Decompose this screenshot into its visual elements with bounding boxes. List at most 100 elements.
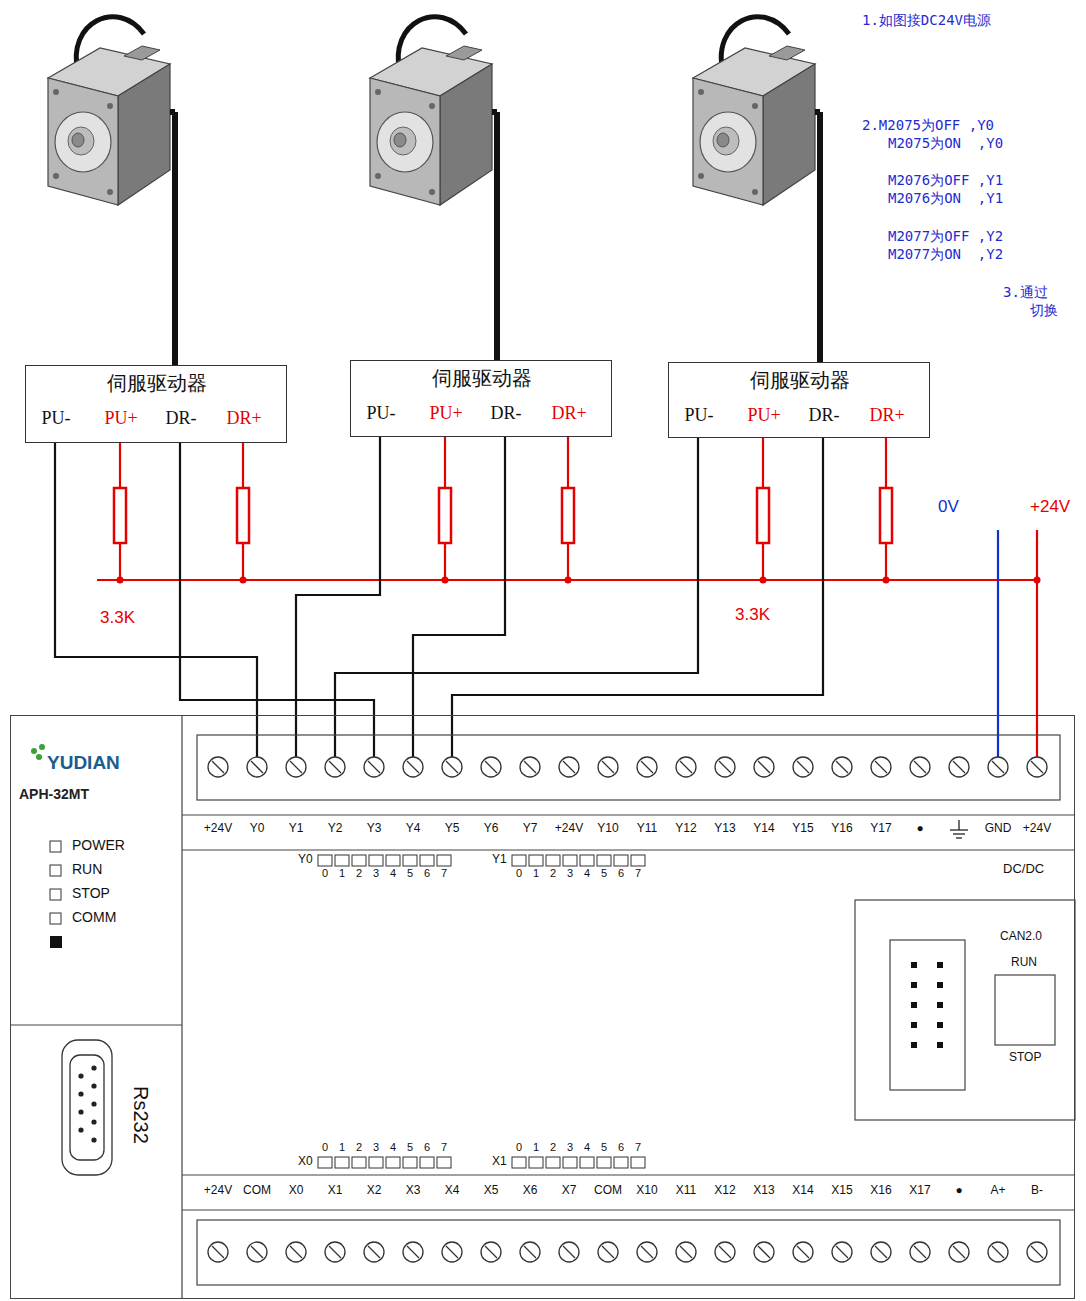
led-number: 4 — [390, 1141, 396, 1154]
status-led — [546, 1157, 560, 1168]
led-number: 5 — [407, 867, 413, 880]
pin-label: DR+ — [226, 408, 261, 429]
note-text: M2076为ON ,Y1 — [888, 190, 1003, 206]
resistor-symbol — [880, 488, 892, 543]
junction-dot — [883, 577, 890, 584]
screw-terminal — [598, 1242, 618, 1262]
screw-terminal — [481, 757, 501, 777]
terminal-label: Y14 — [753, 822, 774, 836]
supply-label: +24V — [1030, 497, 1070, 517]
status-led — [420, 1157, 434, 1168]
terminal-label: X0 — [289, 1184, 304, 1198]
screw-terminal — [715, 757, 735, 777]
screw-terminal — [871, 757, 891, 777]
led-number: 0 — [322, 867, 328, 880]
screw-terminal — [637, 1242, 657, 1262]
terminal-label: Y5 — [445, 822, 460, 836]
rs232-pin — [91, 1119, 96, 1124]
led-number: 7 — [635, 1141, 641, 1154]
plc-panel-line — [182, 814, 1075, 815]
led-number: 2 — [356, 1141, 362, 1154]
terminal-label: Y7 — [523, 822, 538, 836]
can-port-pin — [911, 962, 917, 968]
signal-wire — [55, 443, 257, 715]
can-port-pin — [911, 982, 917, 988]
status-led — [50, 841, 61, 852]
driver-title: 伺服驱动器 — [750, 369, 850, 392]
resistor-symbol — [562, 488, 574, 543]
screw-terminal — [676, 757, 696, 777]
terminal-label: X12 — [714, 1184, 735, 1198]
plc-panel-line — [197, 735, 1060, 800]
screw-terminal — [559, 757, 579, 777]
led-number: 3 — [567, 867, 573, 880]
status-led — [512, 855, 526, 866]
led-number: 6 — [424, 1141, 430, 1154]
screw-terminal — [637, 757, 657, 777]
junction-dot — [565, 577, 572, 584]
terminal-label: X3 — [406, 1184, 421, 1198]
terminal-label: Y1 — [289, 822, 304, 836]
led-group-label: Y0 — [298, 853, 313, 867]
servo-driver-box: 伺服驱动器PU-PU+DR-DR+ — [350, 360, 612, 437]
terminal-label: Y12 — [675, 822, 696, 836]
status-led — [529, 1157, 543, 1168]
pin-label: DR- — [166, 408, 197, 429]
led-label: POWER — [72, 837, 125, 853]
status-led — [369, 1157, 383, 1168]
can-port-pin — [911, 962, 943, 1048]
can-port-pin — [937, 1002, 943, 1008]
pin-label: DR+ — [869, 405, 904, 426]
led-number: 3 — [373, 867, 379, 880]
junction-dot — [442, 577, 449, 584]
screw-terminal — [793, 1242, 813, 1262]
status-led — [420, 855, 434, 866]
terminal-label: Y13 — [714, 822, 735, 836]
led-number: 5 — [407, 1141, 413, 1154]
screw-terminal — [910, 1242, 930, 1262]
logo-icon — [31, 744, 45, 760]
brand-logo: YUDIAN — [47, 752, 120, 774]
screw-terminal — [364, 757, 384, 777]
screw-terminal — [832, 757, 852, 777]
zero-volt-wire — [997, 530, 999, 757]
screw-terminal — [1027, 757, 1047, 777]
led-number: 1 — [533, 867, 539, 880]
screw-terminal — [442, 757, 462, 777]
resistor-symbol — [114, 488, 126, 543]
led-number: 6 — [424, 867, 430, 880]
note-text: 2.M2075为OFF ,Y0 — [862, 117, 994, 133]
screw-terminal — [208, 1242, 228, 1262]
rs232-pin — [91, 1137, 96, 1142]
port-label: Rs232 — [129, 1086, 152, 1144]
motor-cable — [494, 112, 500, 360]
screw-terminal — [286, 757, 306, 777]
led-number: 0 — [322, 1141, 328, 1154]
screw-terminal — [403, 757, 423, 777]
terminal-label: X15 — [831, 1184, 852, 1198]
signal-wire — [335, 438, 698, 715]
led-number: 4 — [390, 867, 396, 880]
screw-terminal — [715, 1242, 735, 1262]
screw-terminal — [676, 1242, 696, 1262]
status-led — [50, 865, 61, 876]
led-number: 4 — [584, 1141, 590, 1154]
pin-label: PU+ — [104, 408, 137, 429]
pin-label: PU- — [684, 405, 713, 426]
terminal-label: Y4 — [406, 822, 421, 836]
terminal-label: ● — [955, 1184, 962, 1198]
led-group-label: X0 — [298, 1155, 313, 1169]
plc-body: YUDIANAPH-32MT — [10, 715, 1075, 1299]
status-led — [50, 889, 61, 900]
plc-panel-line — [10, 715, 1075, 1299]
servo-motor — [48, 17, 175, 205]
led-number: 3 — [373, 1141, 379, 1154]
led-number: 6 — [618, 1141, 624, 1154]
terminal-label: X6 — [523, 1184, 538, 1198]
plc-panel-line — [197, 1220, 1060, 1285]
led-number: 2 — [550, 867, 556, 880]
driver-title: 伺服驱动器 — [432, 367, 532, 390]
